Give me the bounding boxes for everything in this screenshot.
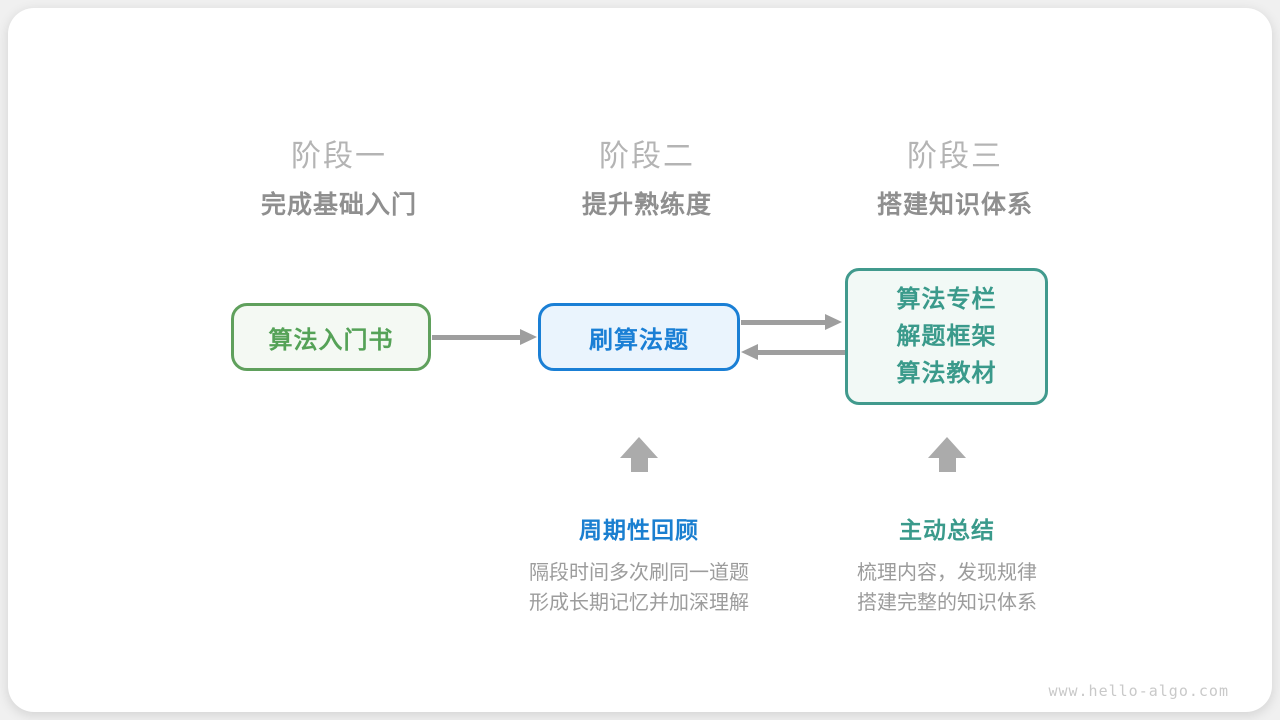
diagram-card: 阶段一 完成基础入门 阶段二 提升熟练度 阶段三 搭建知识体系 算法入门书 刷算… (8, 8, 1272, 712)
knowledge-box: 算法专栏 解题框架 算法教材 (845, 268, 1048, 405)
stage-one-title: 阶段一 (291, 140, 387, 173)
knowledge-line-1: 算法专栏 (896, 286, 997, 313)
arrow-up-stem (939, 458, 956, 472)
arrow-up-head (928, 437, 966, 458)
summary-desc-line-2: 搭建完整的知识体系 (857, 592, 1037, 614)
practice-label: 刷算法题 (589, 326, 689, 354)
arrow-right-2-line (741, 320, 826, 325)
summary-annotation-desc: 梳理内容，发现规律 搭建完整的知识体系 (777, 558, 1117, 618)
summary-desc-line-1: 梳理内容，发现规律 (857, 562, 1037, 584)
arrow-left-line (758, 350, 845, 355)
summary-annotation-title: 主动总结 (899, 517, 995, 543)
arrow-right-1-line (432, 335, 521, 340)
watermark: www.hello-algo.com (1048, 682, 1229, 700)
stage-two-title: 阶段二 (599, 140, 695, 173)
stage-one-subtitle: 完成基础入门 (260, 191, 417, 219)
stage-three-subtitle: 搭建知识体系 (876, 191, 1033, 219)
arrow-right-icon (825, 314, 842, 330)
arrow-left-icon (741, 344, 758, 360)
stage-two-subtitle: 提升熟练度 (581, 191, 712, 219)
practice-box: 刷算法题 (538, 303, 740, 371)
arrow-up-stem (631, 458, 648, 472)
arrow-right-icon (520, 329, 537, 345)
review-desc-line-2: 形成长期记忆并加深理解 (529, 592, 749, 614)
review-annotation-desc: 隔段时间多次刷同一道题 形成长期记忆并加深理解 (469, 558, 809, 618)
entry-book-box: 算法入门书 (231, 303, 431, 371)
knowledge-line-3: 算法教材 (896, 360, 997, 387)
review-desc-line-1: 隔段时间多次刷同一道题 (529, 562, 749, 584)
review-annotation-title: 周期性回顾 (579, 517, 699, 543)
stage-three-title: 阶段三 (907, 140, 1003, 173)
arrow-up-head (620, 437, 658, 458)
knowledge-line-2: 解题框架 (896, 323, 997, 350)
entry-book-label: 算法入门书 (268, 326, 394, 354)
